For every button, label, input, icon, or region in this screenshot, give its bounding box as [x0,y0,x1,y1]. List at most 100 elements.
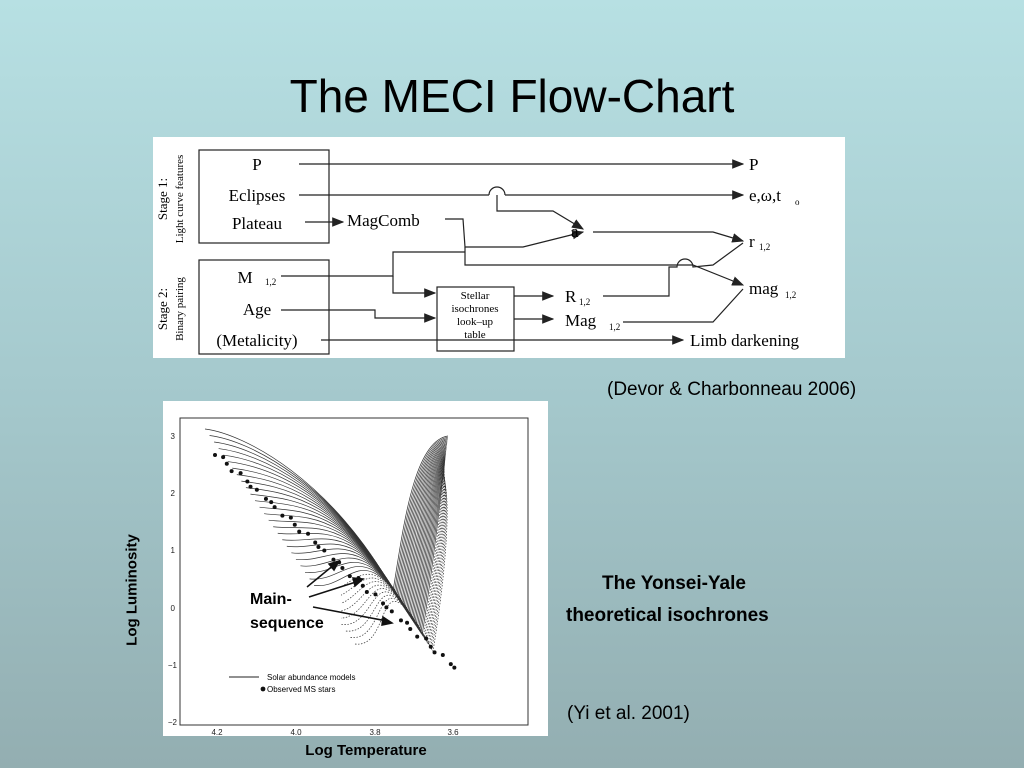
ms-star-dot [389,609,394,614]
stage1-label-1: Stage 1: [155,178,170,220]
output-big-r: R [565,287,577,306]
ms-star-dot [424,636,429,641]
y-tick-2: 2 [171,489,176,498]
isochrone-curves [204,428,449,653]
output-eclipse-params: e,ω,t [749,186,781,205]
y-tick-3: 3 [171,432,176,441]
input-m: M [237,268,252,287]
isochrones-title-line-2: theoretical isochrones [566,605,769,626]
meci-flowchart: Stage 1: Light curve features Stage 2: B… [153,137,845,358]
annotation-arrowhead-1 [327,559,341,572]
legend-line-label: Solar abundance models [267,673,356,682]
citation-yi: (Yi et al. 2001) [567,703,690,724]
ms-star-dot [322,548,327,553]
y-tick-minus-1: −1 [168,661,178,670]
stage2-label-2: Binary pairing [174,277,186,341]
input-plateau: Plateau [232,214,283,233]
x-tick-3-6: 3.6 [447,728,459,736]
ms-star-dot [306,531,311,536]
lookup-line-4: table [464,329,485,341]
ms-star-dot [292,522,297,527]
ms-star-dot [269,500,274,505]
isochrone-curve [318,466,445,638]
annotation-sequence: sequence [250,615,324,632]
magcomb-node: MagComb [347,211,420,230]
ms-star-dot [360,583,365,588]
output-r: r [749,232,755,251]
citation-devor: (Devor & Charbonneau 2006) [607,379,857,400]
lookup-line-1: Stellar [461,290,490,302]
input-metalicity: (Metalicity) [216,331,297,350]
ms-star-dot [297,529,302,534]
ms-star-dot [331,557,336,562]
slide-title: The MECI Flow-Chart [289,70,735,122]
ms-star-dot [408,626,413,631]
ms-star-dot [238,471,243,476]
plot-frame [179,417,529,726]
ms-star-dot [405,620,410,625]
output-r-subscript: 1,2 [759,242,770,252]
ms-star-dot [428,644,433,649]
ms-star-dot [245,479,250,484]
stage1-label-2: Light curve features [174,155,186,244]
ms-star-dot [373,592,378,597]
legend-dot-swatch [260,686,266,692]
ms-star-dot [398,618,403,623]
ms-star-dot [313,540,318,545]
lookup-line-3: look–up [457,316,494,328]
ms-star-dot [347,574,352,579]
output-big-mag: Mag [565,311,597,330]
ms-star-dot [272,505,277,510]
stage2-box [198,259,330,355]
lookup-line-2: isochrones [451,303,498,315]
ms-star-dot [263,496,268,501]
isochrones-title-line-1: The Yonsei-Yale [602,573,746,594]
ms-star-dot [288,515,293,520]
stage1-box [198,149,330,244]
ms-star-dot [248,484,253,489]
output-limb-darkening: Limb darkening [690,331,800,350]
ms-star-dot [448,662,453,667]
ms-star-dot [224,461,229,466]
isochrone-curve [314,465,445,636]
output-mag-subscript: 1,2 [785,290,796,300]
output-big-r-subscript: 1,2 [579,297,590,307]
x-tick-4-0: 4.0 [290,728,302,736]
ms-star-dot [229,469,234,474]
input-p: P [252,155,261,174]
isochrone-curve [332,469,445,643]
input-age: Age [243,300,271,319]
output-mag: mag [749,279,779,298]
input-m-subscript: 1,2 [265,277,276,287]
ms-star-dot [364,589,369,594]
x-axis-label: Log Temperature [305,742,427,759]
ms-star-dot [432,650,437,655]
ms-star-dot [440,653,445,658]
stage2-label-1: Stage 2: [155,288,170,330]
y-tick-0: 0 [171,604,176,613]
output-big-mag-subscript: 1,2 [609,322,620,332]
ms-star-dot [316,545,321,550]
annotation-arrow-3 [312,606,388,622]
ms-star-dot [213,453,217,457]
isochrone-curve [341,472,446,647]
output-eclipse-subscript: o [795,197,800,207]
y-tick-minus-2: −2 [168,718,178,727]
isochrone-curve [227,441,448,602]
flowchart-svg: Stage 1: Light curve features Stage 2: B… [155,149,800,355]
ms-star-dot [452,665,457,670]
ms-star-dot [384,605,389,610]
legend-dot-label: Observed MS stars [267,685,335,694]
y-tick-1: 1 [171,546,176,555]
annotation-arrow-2 [308,580,360,598]
y-axis-label: Log Luminosity [123,534,141,646]
input-eclipses: Eclipses [229,186,286,205]
annotation-arrowhead-2 [352,577,365,588]
output-a: a [571,222,579,241]
ms-star-dot [221,455,226,460]
isochrone-plot: 4.2 4.0 3.8 3.6 3 2 1 0 −1 −2 Solar abun… [163,401,548,737]
x-tick-4-2: 4.2 [211,728,223,736]
ms-star-dot [340,566,345,571]
ms-star-dot [254,487,259,492]
output-p: P [749,155,758,174]
